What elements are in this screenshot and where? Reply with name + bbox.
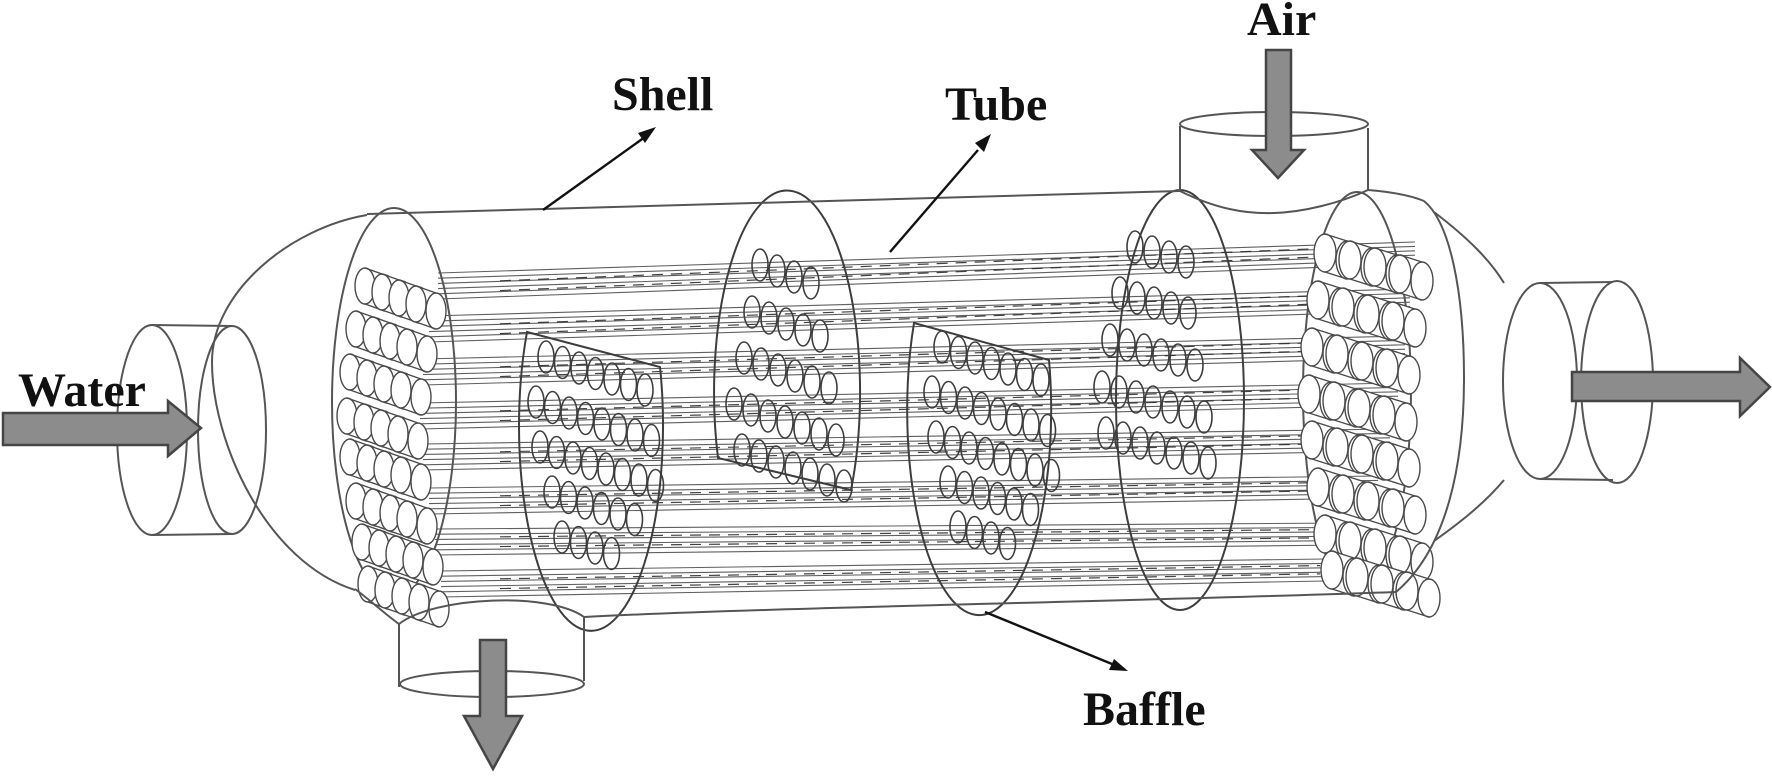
bottom-outlet-arrow (461, 638, 525, 772)
label-tube: Tube (945, 78, 1047, 131)
label-water: Water (18, 364, 146, 417)
shell-outline (210, 189, 1505, 625)
tube-annotation-arrow (889, 134, 991, 253)
baffle-annotation-arrow (984, 610, 1128, 671)
water-inlet-arrow (1, 398, 203, 459)
baffle-segmental-2 (906, 321, 1061, 617)
arrowhead-icon (975, 134, 991, 152)
arrowhead-icon (1109, 659, 1128, 671)
water-arrow-icon (1, 398, 203, 459)
label-shell: Shell (612, 68, 713, 121)
baffle-segmental-1 (518, 330, 665, 632)
arrowhead-icon (638, 127, 656, 143)
right-arrow-icon (1570, 355, 1772, 419)
tube-ends-left (336, 267, 450, 628)
baffle-plate-1 (713, 189, 862, 503)
tube-bundle (419, 241, 1416, 598)
wireframe-art (116, 111, 1654, 698)
shell-outlet-arrow (1570, 355, 1772, 419)
label-air: Air (1247, 0, 1316, 46)
label-baffle: Baffle (1083, 683, 1206, 736)
air-arrow-icon (1249, 48, 1307, 180)
shell-annotation-arrow (542, 127, 656, 211)
down-arrow-icon (461, 638, 525, 772)
air-inlet-arrow (1249, 48, 1307, 180)
